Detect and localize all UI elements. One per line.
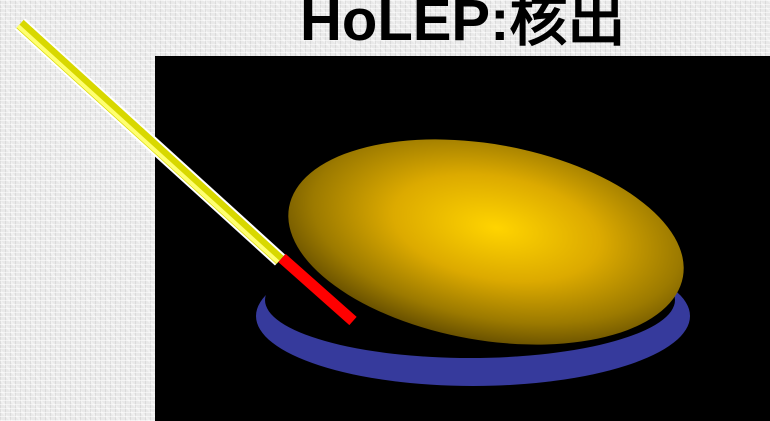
laser-fiber-icon xyxy=(18,24,353,321)
fiber-sheath xyxy=(20,24,280,260)
fiber-sheath-highlight xyxy=(18,26,278,262)
